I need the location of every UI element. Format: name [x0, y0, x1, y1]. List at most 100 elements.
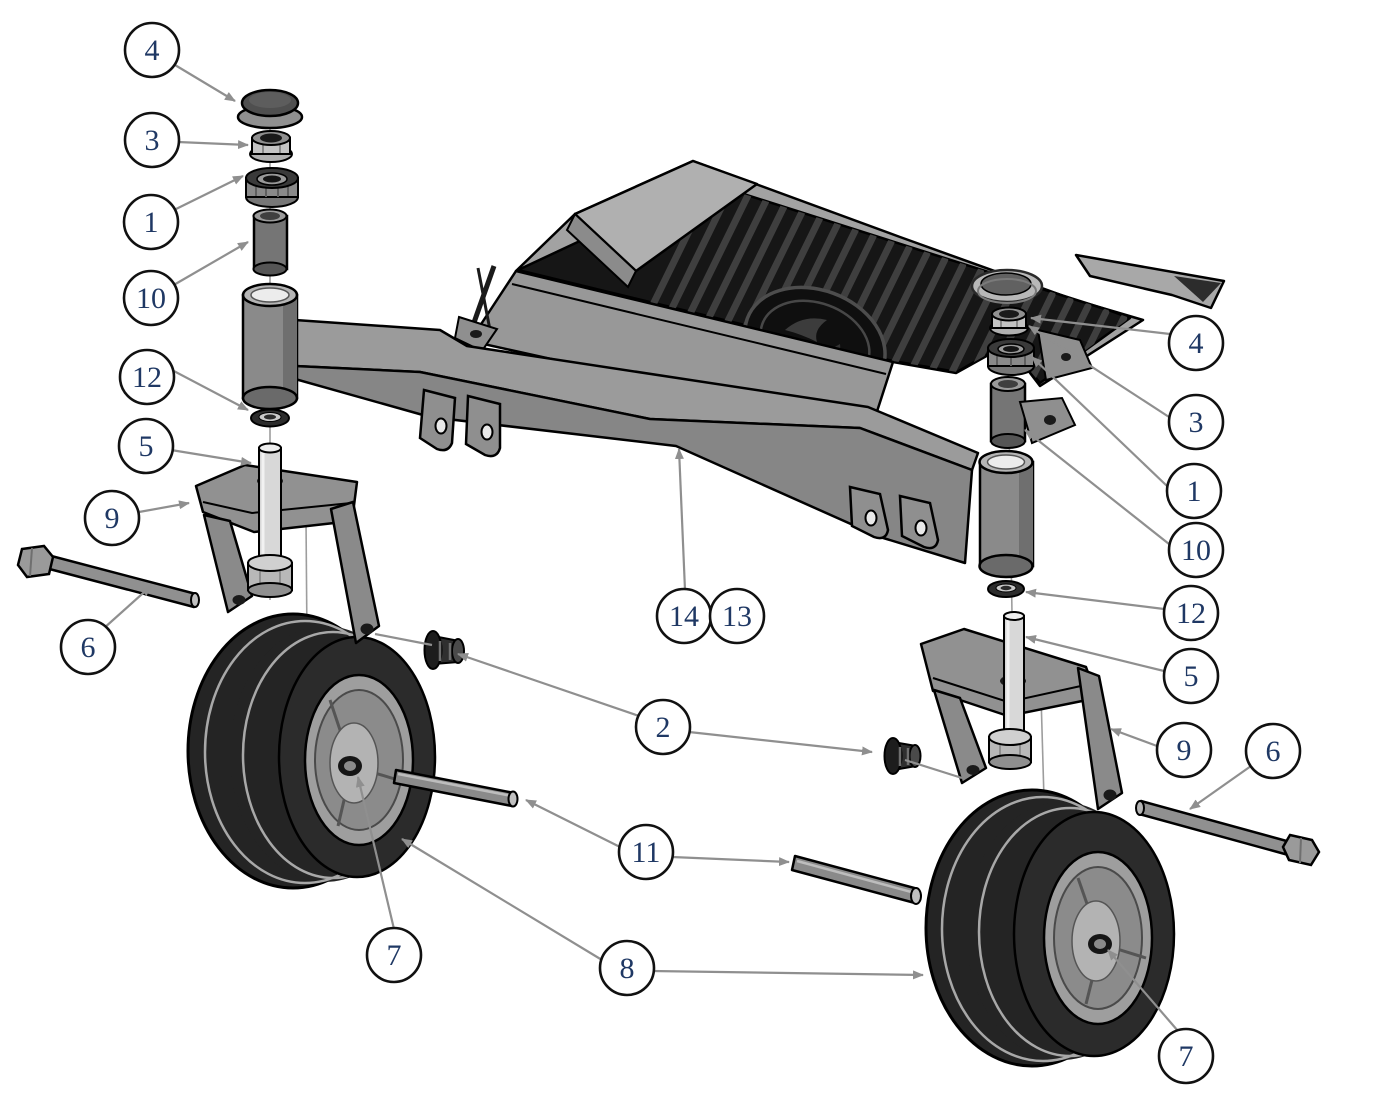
balloon-circle: [122, 269, 180, 327]
leader-line: [1028, 325, 1170, 418]
left-caster-stack: [236, 88, 304, 428]
assembly-centerline: [1040, 694, 1045, 800]
balloon-12-right: 12: [1162, 584, 1220, 642]
leader-line: [355, 776, 396, 930]
balloon-number: 12: [1176, 597, 1206, 630]
deck-right-wing-flange: [1074, 253, 1226, 310]
castle-nut-right: [989, 306, 1029, 337]
leader-line: [177, 140, 249, 150]
balloon-number: 1: [1187, 475, 1202, 508]
balloon-circle: [83, 489, 141, 547]
beam-front-face: [293, 364, 974, 565]
balloon-12-left: 12: [118, 348, 176, 406]
balloon-number: 13: [722, 600, 752, 633]
fork-right-leg: [1076, 666, 1124, 811]
caster-arm-ear-right: [1018, 396, 1077, 445]
balloon-14: 14: [655, 587, 713, 645]
kingpin-bolt-left: [247, 442, 293, 598]
leader-line: [374, 632, 433, 647]
leader-line: [138, 500, 190, 514]
flange-locknut-right: [883, 737, 922, 775]
balloon-number: 7: [1179, 1040, 1194, 1073]
beam-mount-plates-left: [418, 388, 502, 458]
balloon-number: 9: [105, 502, 120, 535]
balloon-circle: [59, 618, 117, 676]
balloon-circle: [122, 193, 180, 251]
leader-line: [688, 730, 873, 756]
balloon-9-left: 9: [83, 489, 141, 547]
leader-line: [1110, 727, 1158, 748]
leader-line: [525, 799, 621, 848]
balloon-number: 4: [1189, 327, 1204, 360]
leader-line: [169, 368, 249, 411]
callout-balloons: 4 3 1 10 12 5 9 6 14 13 2 11 8 7 7 4 3 1 10 12 5 9 6: [59, 21, 1302, 1085]
balloon-5-left: 5: [117, 417, 175, 475]
balloon-circle: [1167, 393, 1225, 451]
leader-line: [904, 758, 963, 780]
grease-cap-right-on-deck: [970, 268, 1044, 304]
leader-line: [1025, 635, 1165, 673]
balloon-10-right: 10: [1167, 521, 1225, 579]
caster-bearing-left: [245, 167, 299, 208]
balloon-13: 13: [708, 587, 766, 645]
balloon-circle: [1167, 314, 1225, 372]
balloon-1-left: 1: [122, 193, 180, 251]
axle-bolt-right: [1135, 799, 1321, 867]
balloon-number: 3: [145, 124, 160, 157]
castle-nut-left: [249, 130, 293, 163]
left-wheel-hub: [303, 673, 415, 847]
balloon-number: 11: [632, 836, 661, 869]
fork-right-leg: [329, 500, 381, 645]
axle-spacer-right: [790, 854, 922, 905]
deck-rib: [1010, 308, 1110, 383]
kingpin-bolt-right: [988, 611, 1032, 770]
deck-left-brace: [453, 265, 499, 353]
balloon-number: 5: [1184, 660, 1199, 693]
left-wheel: [186, 612, 437, 890]
balloon-circle: [117, 417, 175, 475]
frame-beam: [293, 318, 980, 565]
axle-spacer-left: [392, 768, 519, 808]
balloon-number: 12: [132, 361, 162, 394]
balloon-7-left: 7: [365, 926, 423, 984]
balloon-circle: [118, 348, 176, 406]
balloon-number: 7: [387, 939, 402, 972]
leader-line: [1025, 588, 1165, 611]
leader-line: [1107, 949, 1179, 1032]
leader-line: [1189, 765, 1252, 810]
leader-line: [1030, 314, 1171, 336]
balloon-circle: [1157, 1027, 1215, 1085]
balloon-circle: [1162, 584, 1220, 642]
grease-cap-left: [236, 88, 304, 130]
balloon-circle: [1165, 462, 1223, 520]
leader-line: [401, 838, 603, 961]
balloon-11: 11: [617, 823, 675, 881]
frame-caster-tube-right: [978, 449, 1035, 579]
balloon-circle: [708, 587, 766, 645]
balloon-circle: [1244, 722, 1302, 780]
balloon-3-right: 3: [1167, 393, 1225, 451]
emblem-graphic: [785, 318, 827, 342]
leader-line: [102, 585, 152, 630]
balloon-4-left: 4: [123, 21, 181, 79]
balloon-2: 2: [634, 698, 692, 756]
balloon-9-right: 9: [1155, 721, 1213, 779]
leader-line: [173, 175, 244, 211]
leader-line: [171, 241, 249, 287]
balloon-circle: [365, 926, 423, 984]
balloon-7-right: 7: [1157, 1027, 1215, 1085]
fork-left-leg: [932, 688, 988, 785]
deck-discharge-chute: [565, 159, 759, 289]
balloon-6-left: 6: [59, 618, 117, 676]
axle-bolt-left-head: [16, 544, 55, 579]
right-wheel: [924, 788, 1176, 1068]
balloon-8: 8: [598, 939, 656, 997]
deck-rib: [867, 262, 967, 383]
leader-line: [1031, 356, 1168, 487]
baffle-fold-line: [511, 283, 887, 375]
balloon-number: 10: [136, 282, 166, 315]
right-wheel-hub: [1042, 850, 1154, 1026]
balloon-number: 6: [1266, 735, 1281, 768]
deck-rib: [885, 267, 984, 383]
